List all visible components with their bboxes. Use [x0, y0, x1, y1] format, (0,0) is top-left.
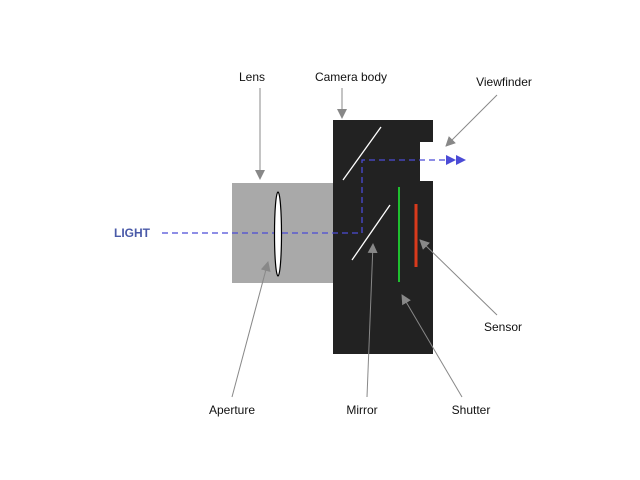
- light-arrow-head: [446, 155, 456, 165]
- aperture-pointer: [231, 261, 271, 398]
- shutter-pointer: [401, 294, 463, 398]
- shutter-label: Shutter: [452, 403, 491, 417]
- lens-element: [273, 191, 283, 277]
- lens-label: Lens: [239, 70, 265, 84]
- aperture-label: Aperture: [209, 403, 255, 417]
- camera-body-label: Camera body: [315, 70, 387, 84]
- viewfinder-pointer: [445, 94, 498, 147]
- camera-body: [333, 120, 433, 354]
- mirror: [351, 204, 391, 261]
- light-label: LIGHT: [114, 226, 151, 240]
- light-arrow-head-2: [456, 155, 466, 165]
- viewfinder-label: Viewfinder: [476, 75, 532, 89]
- sensor-label: Sensor: [484, 320, 522, 334]
- mirror-pointer: [366, 243, 378, 398]
- mirror-label: Mirror: [346, 403, 377, 417]
- light-path: [162, 159, 446, 234]
- pentaprism-mirror: [342, 126, 382, 181]
- sensor-pointer: [419, 239, 498, 316]
